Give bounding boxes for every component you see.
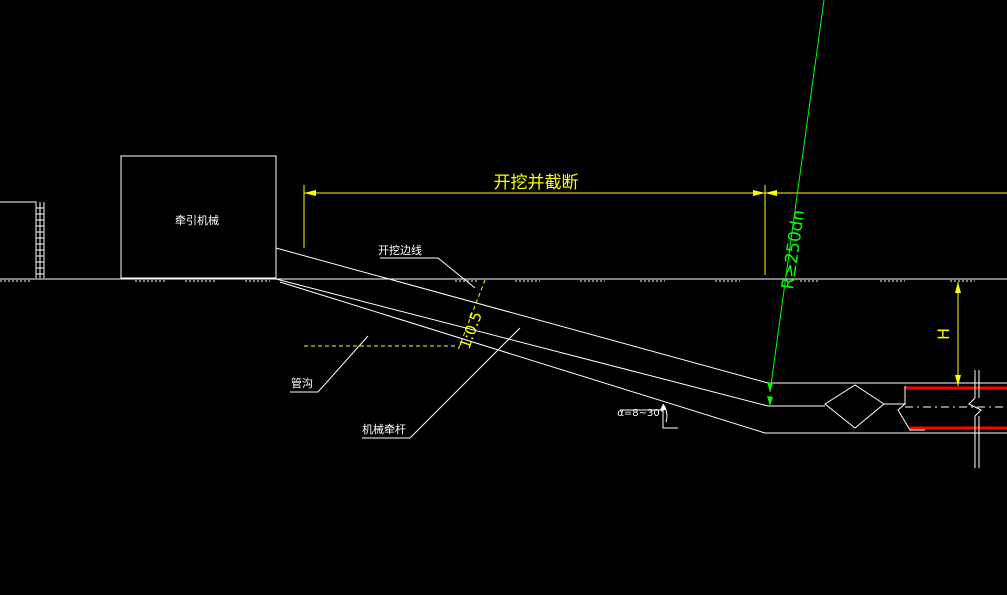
traction-machine-label: 牵引机械 [175, 213, 219, 227]
radius-arrow-bottom [767, 396, 773, 406]
pipe-trench-label: 管沟 [291, 376, 313, 390]
pipe-head-diamond [824, 384, 885, 429]
dimension-arrow-right [753, 190, 765, 196]
dimension-arrow-left [304, 190, 316, 196]
depth-arrow-top [955, 282, 961, 293]
excavation-span-label: 开挖并截断 [494, 173, 579, 193]
excavation-edge-leader [380, 257, 476, 289]
depth-arrow-bottom [955, 375, 961, 386]
excavation-dimension [303, 185, 1007, 275]
excavation-edge-label: 开挖边线 [378, 243, 422, 257]
slope-indicator [304, 279, 486, 351]
angle-arrow [660, 404, 666, 410]
bend-radius-line [769, 0, 825, 393]
depth-dimension [955, 282, 961, 386]
dimension-arrow-right-outer [765, 190, 777, 196]
depth-label: H [934, 328, 953, 340]
bend-radius-label: R≥250dn [778, 209, 809, 291]
left-structure [0, 201, 45, 278]
trench-bottom-line [279, 281, 1007, 434]
leader-lines [290, 257, 678, 439]
angle-arc [662, 403, 668, 423]
excavation-edge-upper [275, 247, 1007, 384]
break-line [968, 370, 982, 468]
pipe-section [904, 386, 1007, 430]
radius-arrow-top [767, 382, 773, 392]
trench-lines [275, 247, 1007, 434]
traction-rod-leader [362, 327, 521, 439]
traction-machine-box [120, 155, 277, 279]
traction-rod-label: 机械牵杆 [362, 422, 406, 436]
angle-leader [620, 409, 678, 429]
left-structure-outline [0, 201, 37, 278]
ladder-rungs [36, 207, 44, 275]
angle-label: α=8~30° [617, 408, 664, 419]
pipe-connector [884, 403, 925, 431]
pipe-trench-leader [290, 335, 369, 393]
slope-line [457, 279, 486, 351]
pipe-centerline [275, 278, 825, 407]
